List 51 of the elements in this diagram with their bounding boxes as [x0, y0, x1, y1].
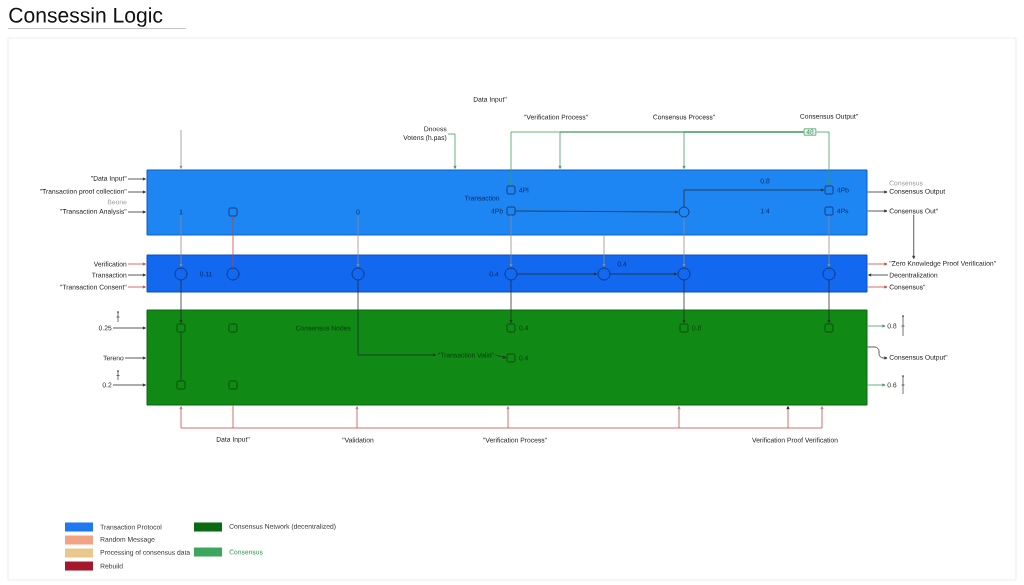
arrow	[867, 262, 888, 266]
arrow	[127, 177, 146, 181]
arrow	[127, 273, 146, 277]
arrow	[356, 215, 360, 267]
arrow	[509, 215, 513, 267]
arrow	[355, 406, 359, 429]
arrow	[867, 285, 888, 289]
arrow	[677, 406, 681, 429]
arrow	[820, 406, 824, 429]
arrow	[815, 131, 831, 185]
layer-band	[146, 169, 868, 236]
arrow	[867, 346, 888, 360]
arrow	[127, 285, 146, 289]
arrow	[112, 326, 146, 330]
arrow	[494, 354, 507, 359]
arrow	[867, 190, 888, 194]
arrow	[447, 133, 457, 169]
arrow	[602, 235, 606, 267]
arrow	[127, 262, 146, 266]
arrow	[517, 272, 597, 276]
arrow	[515, 210, 678, 214]
arrow	[357, 280, 437, 357]
arrow	[786, 406, 790, 429]
arrow	[683, 188, 824, 207]
arrow	[868, 273, 889, 277]
arrow	[912, 214, 916, 259]
arrow	[127, 210, 146, 214]
arrow	[867, 324, 886, 328]
layer-band	[146, 309, 868, 406]
arrow	[124, 356, 146, 360]
arrow	[867, 209, 888, 213]
arrow	[179, 280, 183, 323]
connector-line	[232, 405, 234, 429]
connector-line	[180, 332, 182, 381]
arrow	[506, 406, 510, 429]
arrow	[179, 129, 183, 169]
arrow	[231, 217, 235, 268]
arrow	[509, 280, 513, 323]
arrow	[682, 280, 686, 323]
arrow	[179, 215, 183, 267]
layer-band	[146, 254, 868, 293]
title: Consessin Logic	[9, 7, 163, 27]
arrow	[682, 217, 686, 267]
arrow	[179, 406, 183, 429]
arrow	[127, 190, 146, 194]
arrow	[682, 131, 805, 169]
arrow	[112, 383, 146, 387]
arrow	[867, 383, 886, 387]
arrow	[827, 280, 831, 323]
arrow	[610, 272, 677, 276]
arrow	[827, 215, 831, 267]
